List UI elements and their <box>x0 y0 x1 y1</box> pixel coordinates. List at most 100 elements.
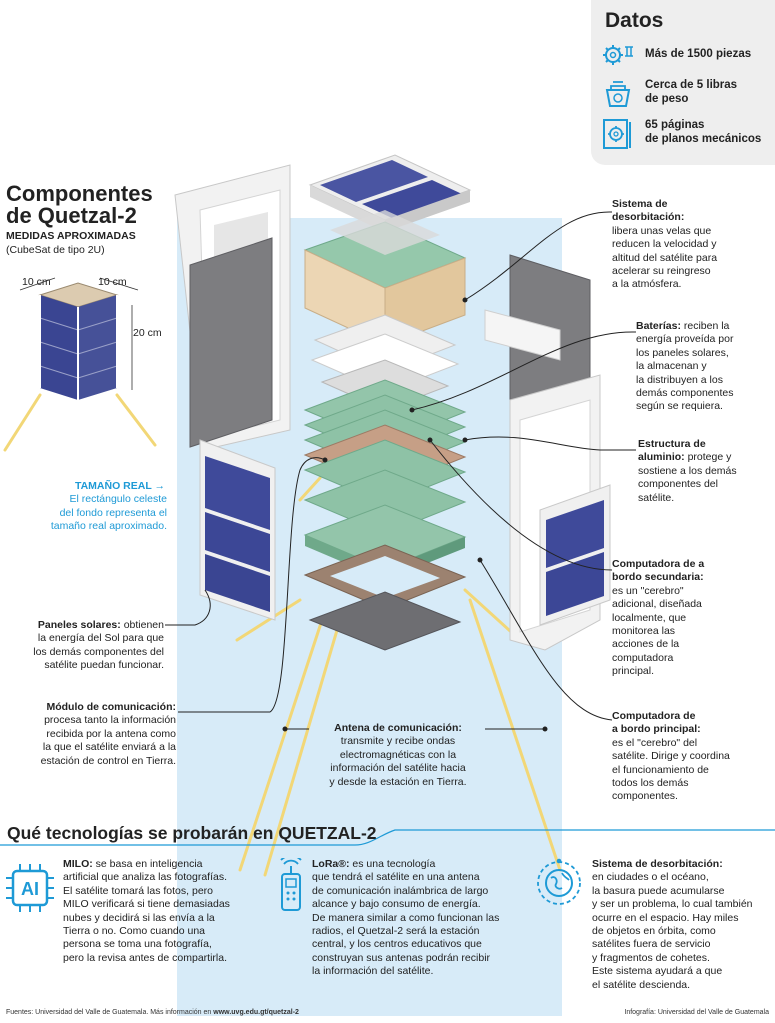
radio-icon <box>280 858 302 911</box>
callout-line: es un "cerebro" <box>612 584 684 597</box>
callout-line: computadora <box>612 651 674 664</box>
callout-line: acelerar su reingreso <box>612 265 711 278</box>
callout-line: componentes del <box>638 478 718 491</box>
callout-line: todos los demás <box>612 777 689 790</box>
datos-item-weight: Cerca de 5 libras de peso <box>601 78 771 112</box>
tech-item-text: Sistema de desorbitación: en ciudades o … <box>592 858 775 992</box>
left-solar-panel <box>199 439 276 621</box>
tech-item-line: de objetos en órbita, como <box>592 925 716 938</box>
callout-line: obtienen <box>120 619 164 631</box>
callout-line: principal. <box>612 665 655 678</box>
tech-item-line: Este sistema ayudará a que <box>592 965 723 978</box>
right-solar-panel <box>539 484 611 626</box>
callout-line: reducen la velocidad y <box>612 238 717 251</box>
tech-item-line: de comunicación inalámbrica de largo <box>312 884 489 897</box>
globe-icon <box>537 858 581 905</box>
callout-line: estación de control en Tierra. <box>40 754 176 767</box>
datos-item-line: de planos mecánicos <box>645 133 762 145</box>
scale-icon <box>605 81 631 107</box>
callout-line: libera unas velas que <box>612 224 712 237</box>
callout-line: información del satélite hacia <box>330 762 466 775</box>
tech-item-line: pero la revisa antes de compartirla. <box>63 951 227 964</box>
footer-credit: Infografía: Universidad del Valle de Gua… <box>624 1009 769 1016</box>
real-size-title: TAMAÑO REAL → <box>74 480 165 492</box>
datos-item-pieces: Más de 1500 piezas <box>601 42 771 76</box>
tech-item-title: LoRa®: <box>312 858 350 870</box>
callout-line: la almacenan y <box>636 360 707 373</box>
datos-item-line: 65 páginas <box>645 119 705 131</box>
real-size-line: El rectángulo celeste <box>69 493 167 505</box>
small-cubesat <box>19 277 139 400</box>
tech-item-line: la basura puede acumularse <box>592 884 725 897</box>
cubesat-type: (CubeSat de tipo 2U) <box>6 244 105 256</box>
real-size-line: tamaño real aproximado. <box>50 520 167 532</box>
datos-item-line: de peso <box>645 93 689 105</box>
bottom-grey-plate <box>308 591 462 651</box>
blueprint-icon <box>603 119 631 149</box>
tech-item-line: en ciudades o el océano, <box>592 871 709 884</box>
callout-comm-antenna: Antena de comunicación: transmite y reci… <box>308 722 488 789</box>
callout-title: bordo secundaria: <box>612 571 704 584</box>
left-grey-plate <box>189 237 273 448</box>
tech-item-line: construyan sus antenas podrán recibir <box>312 951 491 964</box>
callout-lines <box>165 211 637 732</box>
tech-section-title: Qué tecnologías se probarán en QUETZAL-2 <box>7 823 377 843</box>
callout-line: y desde la estación en Tierra. <box>329 775 467 788</box>
tech-item-line: satélites fuera de servicio <box>592 938 711 951</box>
callout-solar-panels: Paneles solares: obtienen la energía del… <box>0 619 164 673</box>
callout-line: acciones de la <box>612 638 680 651</box>
datos-item-line: Cerca de 5 libras <box>645 79 738 91</box>
callout-title: Módulo de comunicación: <box>46 701 176 713</box>
callout-line: componentes. <box>612 790 678 803</box>
callout-batteries: Baterías: reciben la energía proveída po… <box>636 320 772 414</box>
tech-item-milo: AI MILO: se basa en inteligencia artific… <box>0 858 260 968</box>
tech-item-line: se basa en inteligencia <box>92 858 203 870</box>
tech-item-line: El satélite tomará las fotos, pero <box>63 884 213 897</box>
callout-line: altitud del satélite para <box>612 251 718 264</box>
tech-item-line: que tendrá el satélite en una antena <box>312 871 480 884</box>
datos-box: Datos Más de 1500 piezas Cerca de 5 libr… <box>591 0 775 165</box>
tech-item-desorbit: Sistema de desorbitación: en ciudades o … <box>532 858 775 998</box>
ai-chip-icon: AI <box>6 864 54 912</box>
tech-item-line: Tierra o no. Como cuando una <box>63 925 206 938</box>
real-size-line: del fondo representa el <box>59 506 167 519</box>
callout-line: electromagnéticas con la <box>339 748 457 761</box>
callout-line: la distribuyen a los <box>636 373 723 386</box>
dimension-width-1: 10 cm <box>22 276 51 288</box>
tech-item-lora: LoRa®: es una tecnología que tendrá el s… <box>272 858 532 988</box>
callout-line: recibida por la antena como <box>46 727 176 740</box>
tech-item-text: LoRa®: es una tecnología que tendrá el s… <box>312 858 534 979</box>
callout-line: es el "cerebro" del <box>612 736 698 749</box>
footer-link[interactable]: www.uvg.edu.gt/quetzal-2 <box>213 1009 299 1016</box>
tech-item-line: nubes y decidirá si las envía a la <box>63 911 215 924</box>
tech-item-line: De manera similar a como funcionan las <box>312 911 500 924</box>
callout-line: la energía del Sol para que <box>37 632 164 645</box>
tech-item-line: persona se toma una fotografía, <box>63 938 212 951</box>
callout-line: la que el satélite enviará a la <box>42 741 176 754</box>
tech-item-line: y fragmentos de cohetes. <box>592 951 710 964</box>
callout-line: reciben la <box>680 320 730 332</box>
callout-title: Antena de comunicación: <box>334 722 462 734</box>
callout-title: Computadora de <box>612 710 696 722</box>
tech-item-line: ocurre en el espacio. Hay miles <box>592 911 739 924</box>
callout-title: Computadora de a <box>612 558 705 570</box>
tech-item-line: MILO verificará si tiene demasiadas <box>63 898 230 911</box>
antenna-lines <box>3 393 562 877</box>
callout-title: desorbitación: <box>612 211 685 224</box>
callout-main-computer: Computadora de a bordo principal: es el … <box>612 710 774 804</box>
callout-line: los paneles solares, <box>636 346 729 359</box>
callout-line: monitorea las <box>612 625 676 638</box>
callout-line: demás componentes <box>636 387 734 400</box>
callout-comm-module: Módulo de comunicación: procesa tanto la… <box>0 701 176 768</box>
datos-item-line: Más de 1500 piezas <box>645 48 752 60</box>
callout-line: los demás componentes del <box>33 645 164 658</box>
callout-desorbit-system: Sistema de desorbitación: libera unas ve… <box>612 198 772 292</box>
datos-item-blueprints: 65 páginas de planos mecánicos <box>601 118 771 152</box>
footer-sources-text: Fuentes: Universidad del Valle de Guatem… <box>6 1009 214 1016</box>
callout-title: a bordo principal: <box>612 723 701 736</box>
callout-title: Sistema de <box>612 198 668 210</box>
callout-line: procesa tanto la información <box>44 714 176 727</box>
callout-line: sostiene a los demás <box>638 464 737 477</box>
real-size-description: El rectángulo celeste del fondo represen… <box>0 493 167 534</box>
